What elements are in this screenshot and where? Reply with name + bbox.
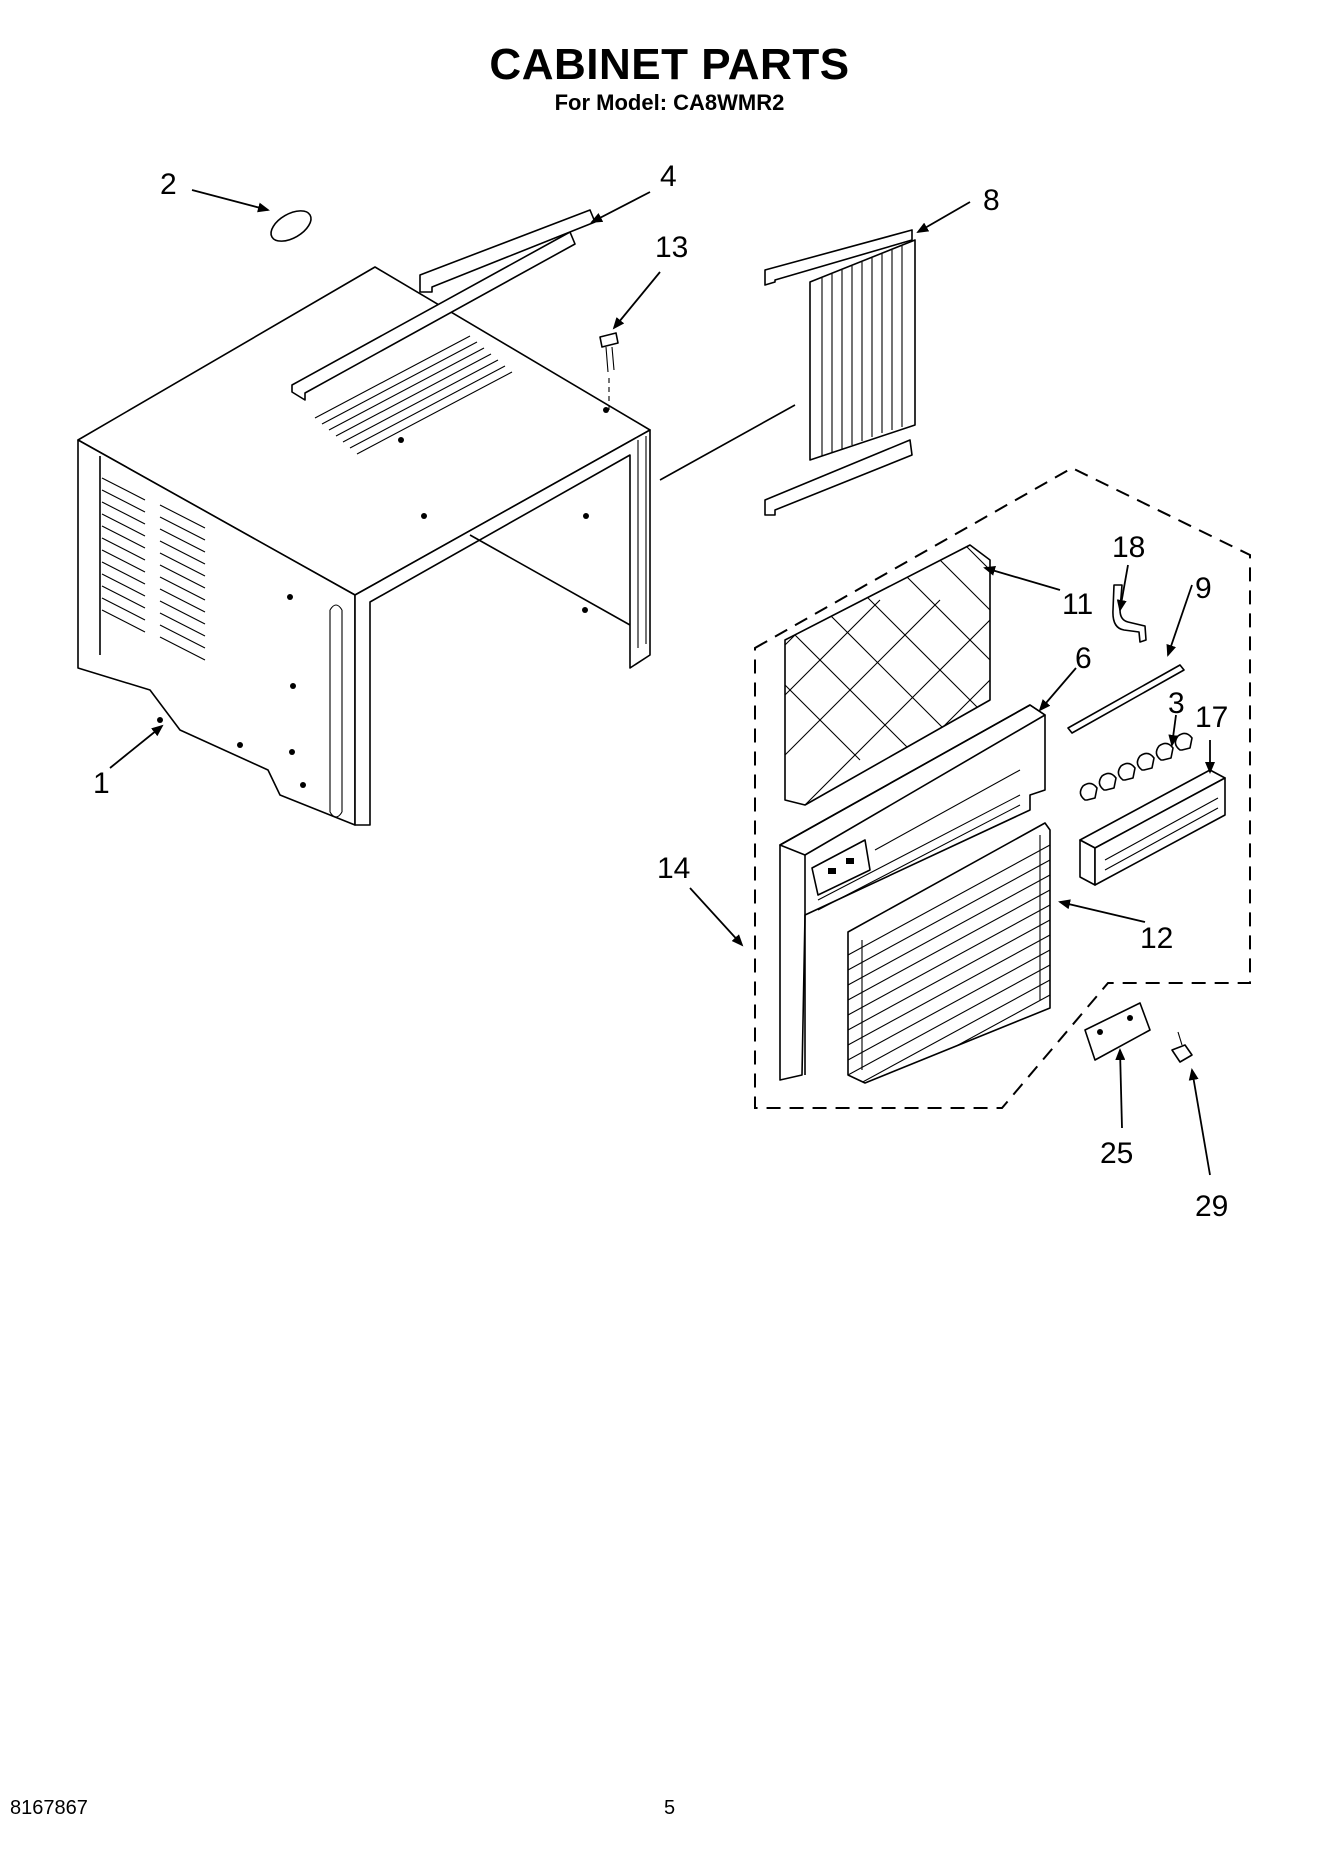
page-title: CABINET PARTS (489, 40, 850, 89)
callout-4: 4 (660, 160, 677, 193)
rod-part (1067, 664, 1185, 734)
callout-29: 29 (1195, 1190, 1228, 1223)
drain-hose (1112, 584, 1147, 643)
cabinet-wrapper (77, 231, 651, 826)
plug-part (270, 210, 312, 242)
fastener-part (1171, 1031, 1193, 1063)
leader-lines (109, 189, 1215, 1176)
callout-17: 17 (1195, 701, 1228, 734)
plate-part (1084, 1002, 1151, 1061)
callout-18: 18 (1112, 531, 1145, 564)
air-filter (784, 544, 991, 806)
callout-6: 6 (1075, 642, 1092, 675)
screw-part (599, 332, 619, 412)
model-subtitle: For Model: CA8WMR2 (554, 90, 785, 115)
grille-door (847, 822, 1051, 1084)
callout-1: 1 (93, 767, 110, 800)
callout-2: 2 (160, 168, 177, 201)
front-panel (779, 704, 1046, 1081)
rail-part (419, 209, 596, 293)
page-number: 5 (663, 1797, 676, 1819)
bracket-part (1079, 769, 1226, 886)
callout-labels: 2 4 13 8 1 11 18 9 6 3 17 14 12 25 29 (93, 160, 1228, 1223)
part-number: 8167867 (10, 1797, 88, 1819)
side-louver-panel (659, 229, 916, 516)
callout-8: 8 (983, 184, 1000, 217)
callout-13: 13 (655, 231, 688, 264)
callout-9: 9 (1195, 572, 1212, 605)
callout-25: 25 (1100, 1137, 1133, 1170)
callout-12: 12 (1140, 922, 1173, 955)
front-assembly-outline (754, 466, 1251, 1109)
callout-11: 11 (1062, 588, 1093, 621)
callout-14: 14 (657, 852, 690, 885)
callout-3: 3 (1168, 687, 1185, 720)
